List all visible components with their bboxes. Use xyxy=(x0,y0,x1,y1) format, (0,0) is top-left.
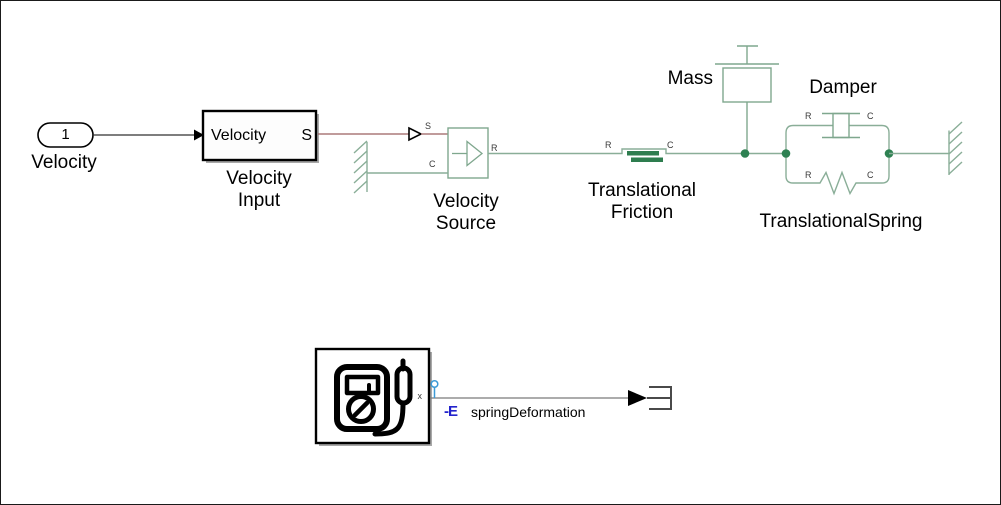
out-bus-element-block[interactable] xyxy=(647,386,672,410)
ground-hatch xyxy=(353,170,368,184)
probe-port-x-label: x xyxy=(417,391,423,401)
velocity-source-port-r-label: R xyxy=(491,143,498,153)
arrowhead-icon xyxy=(628,390,647,406)
spring-name-label: TranslationalSpring xyxy=(759,211,923,232)
main-conserving-line[interactable] xyxy=(488,148,786,155)
velocity-source-port-s-label: S xyxy=(425,121,432,131)
ground-right-reference[interactable] xyxy=(948,121,963,175)
velocity-source-name-line1: Velocity xyxy=(433,191,499,212)
junction-dot xyxy=(740,149,750,158)
probe-block[interactable] xyxy=(314,347,432,446)
block-body[interactable] xyxy=(201,109,318,162)
spring-zigzag-icon[interactable] xyxy=(814,170,862,196)
probe-output-line[interactable] xyxy=(430,390,647,406)
friction-element[interactable] xyxy=(627,151,663,162)
multimeter-screen xyxy=(344,374,381,396)
friction-bar-lower xyxy=(631,157,663,162)
friction-port-c-label: C xyxy=(667,140,674,150)
mass-element[interactable] xyxy=(715,45,779,153)
probe-pen-cord xyxy=(372,400,406,437)
multimeter-icon xyxy=(334,358,413,437)
probe-marker-icon xyxy=(430,379,439,398)
probe-marker-circle xyxy=(430,379,439,389)
multimeter-body xyxy=(334,364,390,432)
spring-branch-line-right[interactable] xyxy=(862,153,890,184)
junction-dot xyxy=(781,149,791,158)
ground-hatch xyxy=(353,150,368,164)
velocity-source-port-c-label: C xyxy=(429,159,436,169)
friction-bar-upper xyxy=(627,151,659,156)
spring-port-r-label: R xyxy=(805,170,812,180)
multimeter-needle xyxy=(352,400,370,418)
damper-piston-box xyxy=(832,112,850,139)
damper-port-c-label: C xyxy=(867,111,874,121)
ground-hatch xyxy=(948,131,963,145)
velocity-input-name-line2: Input xyxy=(237,190,281,211)
friction-name-line2: Friction xyxy=(610,202,674,223)
ground-hatch xyxy=(948,141,963,155)
velocity-input-inner-label: Velocity xyxy=(211,127,267,144)
ground-left-reference[interactable] xyxy=(353,140,368,194)
ground-hatch xyxy=(353,140,368,154)
inport-number: 1 xyxy=(61,126,70,143)
spring-port-c-label: C xyxy=(867,170,874,180)
source-triangle-icon xyxy=(466,140,484,167)
ground-hatch xyxy=(353,160,368,174)
damper-port-r-label: R xyxy=(805,111,812,121)
friction-port-r-label: R xyxy=(605,140,612,150)
signal-logging-badge-icon: -E xyxy=(444,403,458,420)
velocity-source-name-line2: Source xyxy=(435,213,497,234)
velocity-input-name-line1: Velocity xyxy=(226,168,292,189)
damper-element[interactable] xyxy=(822,112,860,139)
signal-name-label[interactable]: springDeformation xyxy=(471,404,586,420)
velocity-input-port-s-label: S xyxy=(301,127,312,144)
velocity-input-block[interactable] xyxy=(201,109,319,163)
friction-name-line1: Translational xyxy=(587,180,697,201)
spring-branch-line-left[interactable] xyxy=(785,153,814,184)
damper-name-label: Damper xyxy=(809,77,877,98)
multimeter-dial xyxy=(346,394,376,424)
ps-signal-line[interactable] xyxy=(318,126,448,142)
ground-hatch xyxy=(948,161,963,175)
ps-port-triangle-icon xyxy=(408,126,423,142)
ground-hatch xyxy=(948,151,963,165)
velocity-source-block[interactable] xyxy=(447,127,489,179)
arrowhead-icon xyxy=(194,129,204,141)
mass-name-label: Mass xyxy=(667,68,713,89)
inport-name-label: Velocity xyxy=(31,152,97,173)
mass-box[interactable] xyxy=(722,67,772,103)
ground-hatch xyxy=(353,180,368,194)
ground-hatch xyxy=(948,121,963,135)
inport-to-velocity-input-line[interactable] xyxy=(93,129,204,141)
